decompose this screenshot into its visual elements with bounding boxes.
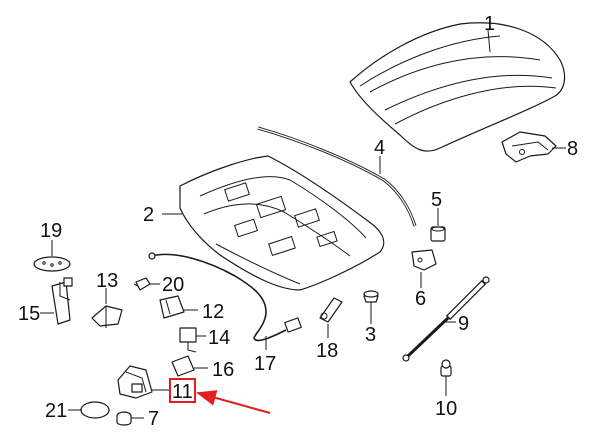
hood-bumper xyxy=(430,226,446,242)
release-handle xyxy=(319,297,343,323)
hood-inner-frame xyxy=(179,155,385,291)
release-cable xyxy=(148,252,302,342)
callout-9: 9 xyxy=(458,313,469,335)
callout-4: 4 xyxy=(374,137,385,159)
grommet xyxy=(116,411,132,426)
callout-20: 20 xyxy=(162,274,184,296)
callout-5: 5 xyxy=(431,189,442,211)
callout-14: 14 xyxy=(208,327,230,349)
hood-panel xyxy=(349,22,566,152)
callout-2: 2 xyxy=(143,204,154,226)
latch-block xyxy=(159,295,185,319)
support-bracket xyxy=(51,277,73,325)
hood-hinge xyxy=(501,131,557,163)
highlight-arrow xyxy=(196,390,271,414)
lift-support xyxy=(402,276,490,362)
hood-latch xyxy=(117,365,153,399)
callout-15: 15 xyxy=(18,303,40,325)
callout-10: 10 xyxy=(435,398,457,420)
callout-21: 21 xyxy=(45,400,67,422)
latch-switch xyxy=(179,327,197,353)
callout-12: 12 xyxy=(202,301,224,323)
ball-stud xyxy=(440,359,452,382)
callout-1: 1 xyxy=(484,13,495,35)
highlight-box xyxy=(169,378,196,403)
insulator-pad xyxy=(33,256,71,272)
callout-3: 3 xyxy=(365,324,376,346)
callout-11: 11 xyxy=(172,381,193,403)
retainer-clip xyxy=(363,290,379,308)
cable-guide xyxy=(171,355,195,377)
striker-bracket xyxy=(411,249,437,271)
callout-16: 16 xyxy=(212,359,234,381)
callout-19: 19 xyxy=(40,220,62,242)
callout-13: 13 xyxy=(96,270,118,292)
callout-8: 8 xyxy=(567,138,578,160)
callout-18: 18 xyxy=(316,340,338,362)
callout-17: 17 xyxy=(254,353,276,375)
seal-ring xyxy=(80,401,110,419)
latch-plate xyxy=(91,305,123,328)
callout-6: 6 xyxy=(415,288,426,310)
small-clip xyxy=(133,277,151,291)
callout-7: 7 xyxy=(148,408,159,430)
